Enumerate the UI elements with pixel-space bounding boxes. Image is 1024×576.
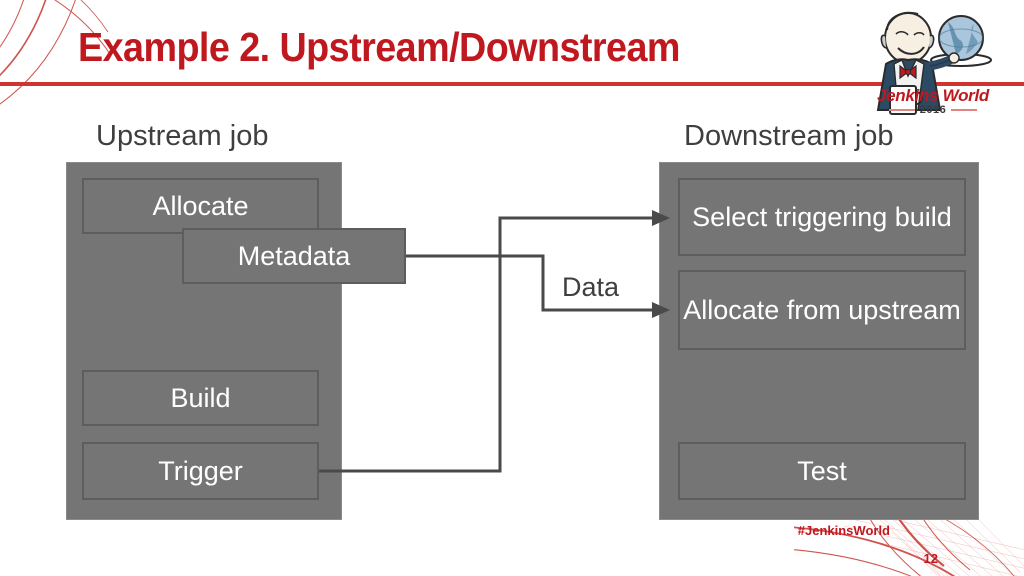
title-divider-rule	[0, 82, 1024, 86]
year-dash-right	[951, 109, 978, 112]
jenkins-butler-icon	[876, 11, 992, 115]
title-bar: Example 2. Upstream/Downstream	[0, 0, 1024, 90]
logo-wordmark: Jenkins World	[877, 86, 989, 105]
upstream-job-label: Upstream job	[96, 120, 269, 152]
year-dash-left	[888, 109, 915, 112]
logo-year: 2016	[866, 104, 1000, 116]
downstream-job-label: Downstream job	[684, 120, 894, 152]
logo-year-text: 2016	[919, 104, 947, 116]
page-number: 12	[923, 551, 938, 566]
stage-select-triggering-build[interactable]: Select triggering build	[678, 178, 966, 256]
stage-trigger[interactable]: Trigger	[82, 442, 319, 500]
page-title: Example 2. Upstream/Downstream	[78, 24, 680, 70]
metadata-box[interactable]: Metadata	[182, 228, 406, 284]
stage-build[interactable]: Build	[82, 370, 319, 426]
footer-hashtag: #JenkinsWorld	[797, 523, 890, 538]
stage-test[interactable]: Test	[678, 442, 966, 500]
stage-allocate-from-upstream[interactable]: Allocate from upstream	[678, 270, 966, 350]
connector-label-data: Data	[558, 272, 624, 303]
stage-allocate[interactable]: Allocate	[82, 178, 319, 234]
